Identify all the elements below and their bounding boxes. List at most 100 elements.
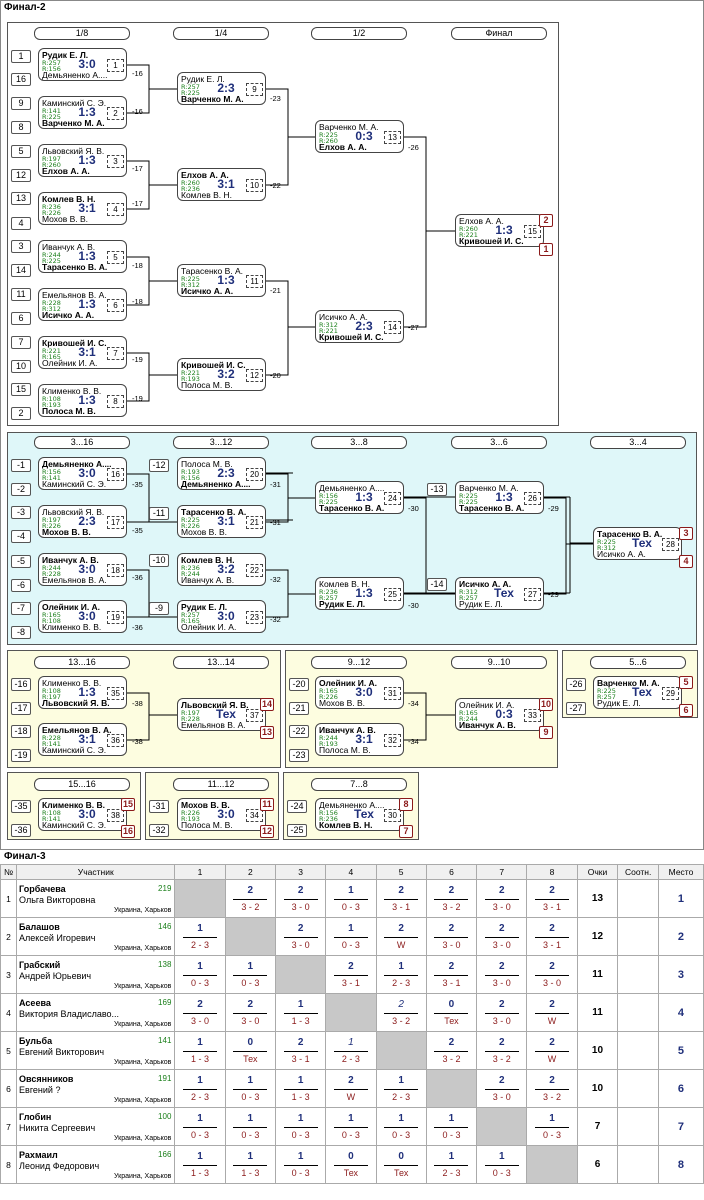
- result-points: 1: [549, 1112, 555, 1124]
- total-points: 11: [576, 955, 619, 994]
- result-score: 0 - 3: [291, 1167, 310, 1178]
- seed-label: 4: [11, 217, 31, 230]
- result-score: 3 - 1: [543, 939, 562, 950]
- seed-label: -19: [11, 749, 31, 762]
- seed-label: 6: [11, 312, 31, 325]
- match-number: 5: [107, 251, 124, 264]
- participant-rating: 166: [158, 1150, 172, 1159]
- player-top-name: Рудик Е. Л.: [181, 602, 228, 612]
- player-bottom-name: Комлев В. Н.: [319, 820, 373, 830]
- result-divider: [535, 1088, 570, 1090]
- participant-first-name: Евгений ?: [19, 1085, 61, 1095]
- player-top-rating: R:197: [42, 516, 61, 524]
- player-bottom-name: Рудик Е. Л.: [459, 599, 503, 609]
- result-score: 3 - 0: [291, 901, 310, 912]
- result-points: 1: [247, 1074, 254, 1086]
- player-bottom-rating: R:221: [459, 231, 478, 239]
- player-top-name: Демьяненко А....: [42, 459, 112, 469]
- match-score: Тех: [494, 586, 514, 600]
- result-score: 0 - 3: [543, 1129, 562, 1140]
- result-score: Тех: [394, 1167, 409, 1178]
- match-score: 3:0: [78, 807, 96, 821]
- player-top-name: Варченко М. А.: [597, 678, 660, 688]
- player-top-name: Каминский С. Э.: [42, 98, 107, 108]
- column-header: 2: [224, 864, 276, 880]
- player-top-rating: R:226: [181, 809, 200, 817]
- player-top-name: Елхов А. А.: [181, 170, 229, 180]
- result-score: 3 - 0: [492, 977, 511, 988]
- result-cell: 1 0 - 3: [526, 1107, 578, 1146]
- final-place: 8: [657, 1145, 704, 1184]
- result-points: 2: [498, 1074, 505, 1086]
- result-points: 1: [297, 1150, 304, 1162]
- self-match-cell: [375, 1031, 427, 1070]
- seed-label: -1: [11, 459, 31, 472]
- result-points: 2: [247, 884, 254, 896]
- loser-destination-ref: -19: [132, 355, 143, 364]
- player-bottom-name: Тарасенко В. А.: [42, 262, 108, 272]
- result-score: 3 - 0: [492, 1091, 511, 1102]
- player-top-name: Клименко В. В.: [42, 678, 102, 688]
- player-bottom-rating: R:221: [319, 327, 338, 335]
- result-divider: [484, 1164, 519, 1166]
- player-top-rating: R:156: [319, 809, 338, 817]
- result-score: 3 - 0: [241, 1015, 260, 1026]
- player-bottom-name: Кривошей И. С.: [459, 236, 524, 246]
- player-top-rating: R:108: [42, 395, 61, 403]
- loser-destination-ref: -35: [132, 480, 143, 489]
- player-top-rating: R:257: [42, 59, 61, 67]
- player-bottom-name: Олейник И. А.: [181, 622, 237, 632]
- player-bottom-name: Емельянов В. А.: [181, 720, 246, 730]
- result-points: 1: [197, 1036, 203, 1048]
- result-divider: [484, 936, 519, 938]
- result-score: Тех: [343, 1167, 359, 1178]
- row-number: 3: [0, 955, 18, 994]
- result-points: 1: [448, 1112, 455, 1124]
- column-header: Место: [657, 864, 704, 880]
